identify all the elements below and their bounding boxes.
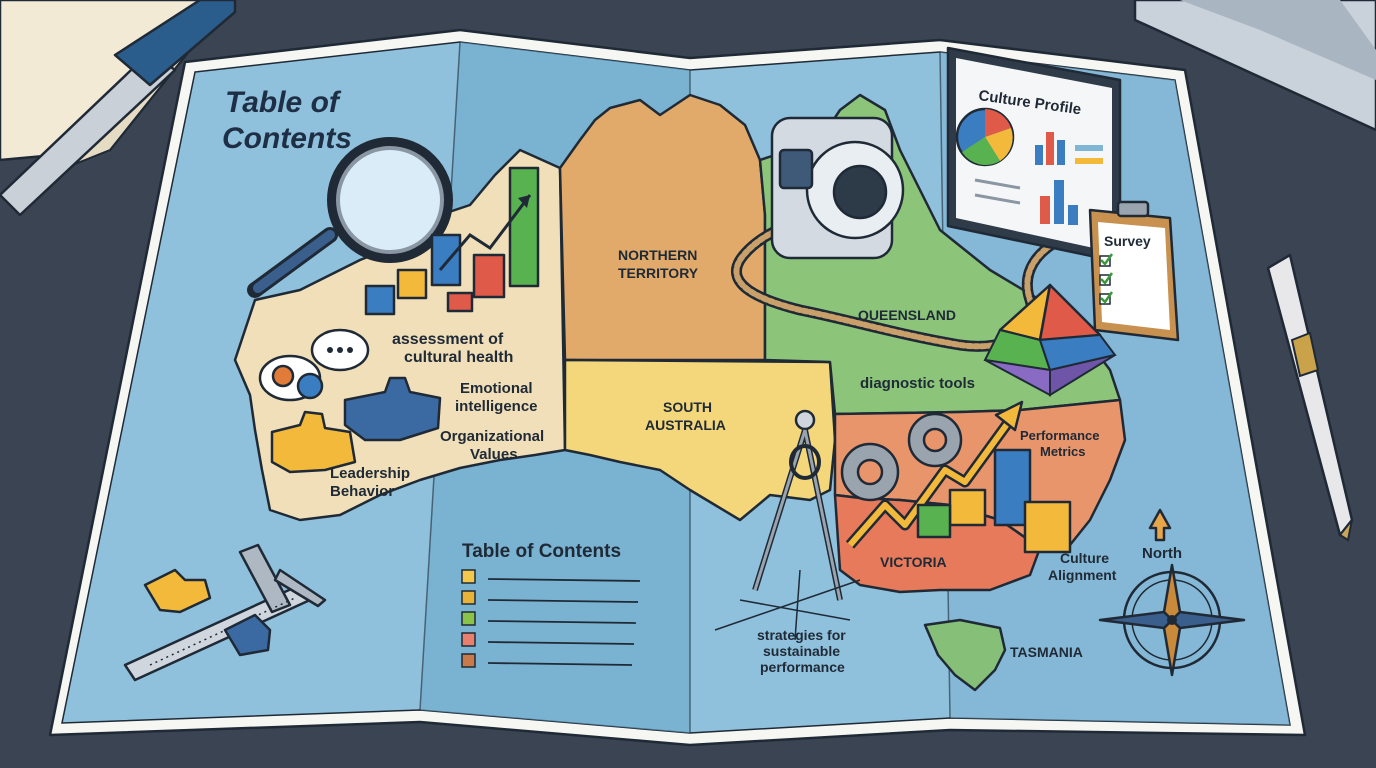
label-strat-line3: performance xyxy=(760,659,845,675)
map-title-line1: Table of xyxy=(225,86,342,119)
label-nt-line2: TERRITORY xyxy=(618,265,699,281)
legend-swatch xyxy=(461,569,476,584)
label-lb-line2: Behavior xyxy=(330,483,394,500)
label-nt-line1: NORTHERN xyxy=(618,247,697,263)
drafting-compass-icon xyxy=(714,409,861,641)
caliper-icon xyxy=(123,543,327,682)
label-sa-line2: AUSTRALIA xyxy=(645,417,726,433)
label-pm-line1: Performance xyxy=(1020,428,1099,443)
gears-icon xyxy=(840,412,963,502)
puzzle-piece-small-icon xyxy=(143,568,272,657)
label-ei-line1: Emotional xyxy=(460,380,533,397)
label-ca-line1: Culture xyxy=(1060,550,1109,566)
legend-title: Table of Contents xyxy=(462,541,621,562)
pyramid-icon xyxy=(983,283,1117,397)
legend-swatch xyxy=(461,653,476,668)
legend-swatch xyxy=(461,611,476,626)
region-nt xyxy=(558,93,767,362)
label-qld: QUEENSLAND xyxy=(858,307,956,323)
legend-rows xyxy=(461,569,641,668)
scanner-icon xyxy=(731,116,1066,352)
label-diagnostic-tools: diagnostic tools xyxy=(860,375,975,392)
culture-profile-monitor: Culture Profile xyxy=(946,46,1122,264)
compass-rose-icon xyxy=(1098,563,1246,677)
legend-line xyxy=(487,662,633,666)
label-lb-line1: Leadership xyxy=(330,465,410,482)
puzzle-piece-yellow-icon xyxy=(270,410,357,474)
legend-swatch xyxy=(461,632,476,647)
pen-right-icon xyxy=(1266,253,1354,542)
label-tas: TASMANIA xyxy=(1010,644,1083,660)
survey-title: Survey xyxy=(1104,233,1151,249)
legend-swatch xyxy=(461,590,476,605)
legend-line xyxy=(487,641,635,645)
north-arrow-icon xyxy=(1148,508,1172,542)
region-vic xyxy=(833,493,1042,594)
label-north: North xyxy=(1142,545,1182,562)
puzzle-piece-blue-icon xyxy=(343,376,442,442)
label-ov-line1: Organizational xyxy=(440,428,544,445)
buildings-icon xyxy=(916,448,1072,554)
legend: Table of Contents xyxy=(461,541,641,668)
legend-line xyxy=(487,620,637,624)
label-sa-line1: SOUTH xyxy=(663,399,712,415)
label-strat-line2: sustainable xyxy=(763,643,840,659)
label-assessment-line1: assessment of xyxy=(392,331,504,348)
growth-bars-icon xyxy=(364,166,540,316)
magnifier-icon xyxy=(247,137,453,298)
gear-icon xyxy=(271,364,324,400)
growth-arrow-icon xyxy=(845,400,1024,549)
label-ca-line2: Alignment xyxy=(1048,567,1117,583)
pen-icon xyxy=(0,0,237,217)
survey-clipboard: Survey xyxy=(1088,200,1180,342)
label-ei-line2: intelligence xyxy=(455,398,538,415)
label-strat-line1: strategies for xyxy=(757,627,846,643)
legend-line xyxy=(487,578,641,582)
laptop-icon xyxy=(1133,0,1376,132)
region-tas xyxy=(923,618,1007,692)
legend-line xyxy=(487,599,639,603)
map-title-line2: Contents xyxy=(222,122,352,155)
label-pm-line2: Metrics xyxy=(1040,444,1086,459)
label-assessment-line2: cultural health xyxy=(404,349,513,366)
label-vic: VICTORIA xyxy=(880,554,947,570)
label-ov-line2: Values xyxy=(470,446,518,463)
